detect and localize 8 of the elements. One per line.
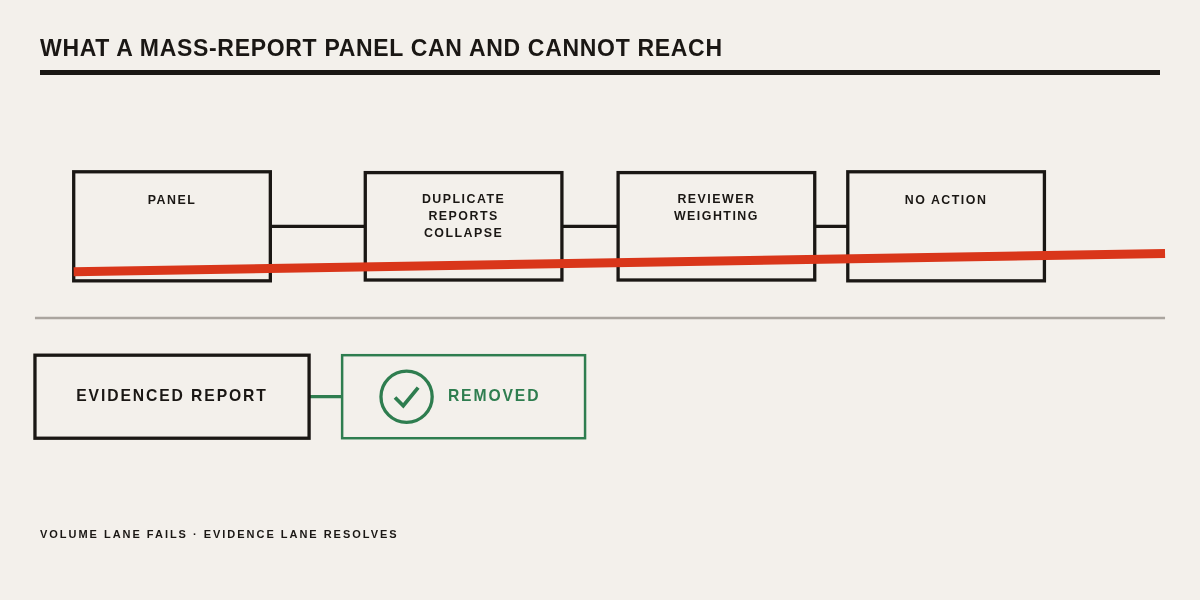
process-box: DUPLICATE REPORTS COLLAPSE [363,170,564,282]
process-box: PANEL [72,170,272,283]
process-box: NO ACTION [846,170,1047,283]
process-box: EVIDENCED REPORT [33,353,311,440]
process-box: REVIEWER WEIGHTING [616,170,817,282]
outcome-box: REMOVED [340,353,587,440]
caption: VOLUME LANE FAILS · EVIDENCE LANE RESOLVES [40,528,399,540]
diagram-title: WHAT A MASS-REPORT PANEL CAN AND CANNOT REACH [40,34,723,62]
